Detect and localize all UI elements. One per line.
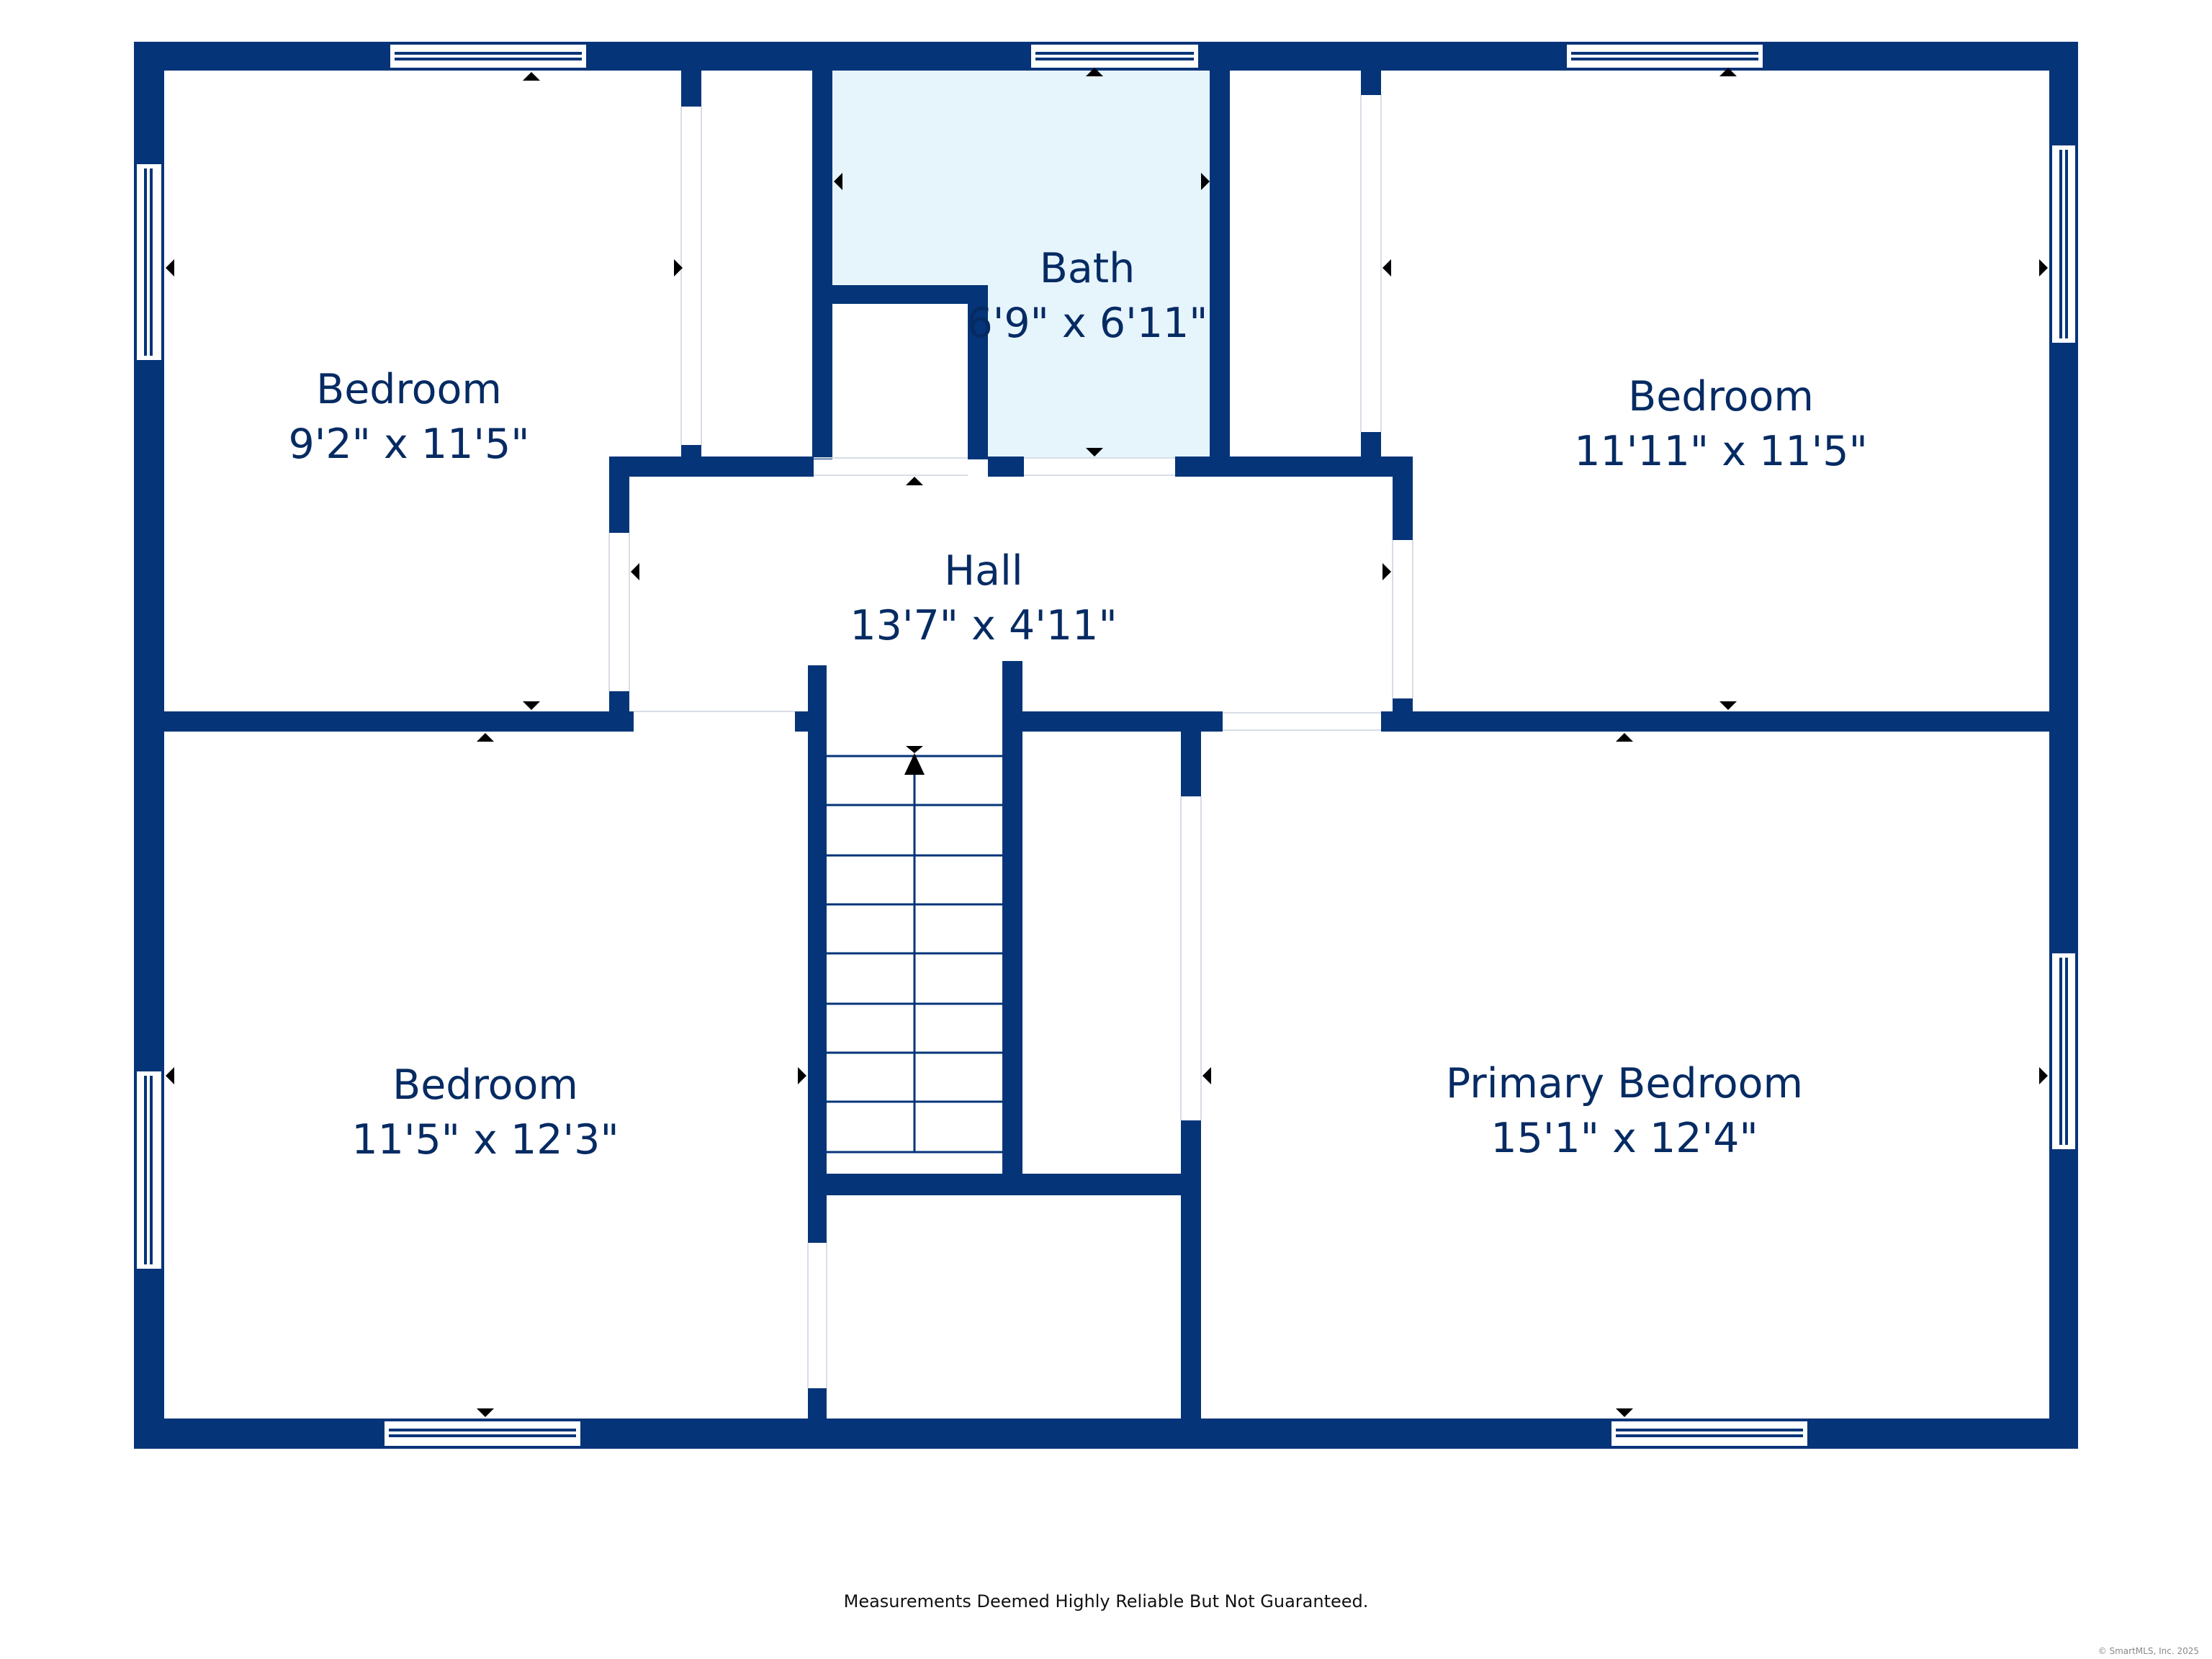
room-name: Bedroom: [392, 1061, 578, 1109]
room-name: Bath: [1040, 245, 1136, 292]
stair-arrow-tick-icon: [906, 746, 923, 753]
room-dimensions: 15'1" x 12'4": [1491, 1115, 1758, 1162]
room-primary-bedroom: Primary Bedroom 15'1" x 12'4": [1446, 1060, 1803, 1162]
disclaimer-text: Measurements Deemed Highly Reliable But …: [843, 1591, 1369, 1611]
room-dimensions: 6'9" x 6'11": [966, 300, 1208, 347]
room-dimensions: 9'2" x 11'5": [288, 421, 529, 468]
room-dimensions: 13'7" x 4'11": [850, 602, 1117, 649]
room-bedroom-nw: Bedroom 9'2" x 11'5": [288, 366, 529, 468]
room-bedroom-ne: Bedroom 11'11" x 11'5": [1574, 373, 1868, 475]
room-name: Hall: [944, 547, 1022, 595]
room-dimensions: 11'5" x 12'3": [351, 1116, 619, 1164]
copyright-text: © SmartMLS, Inc. 2025: [2098, 1646, 2199, 1656]
room-dimensions: 11'11" x 11'5": [1574, 428, 1868, 475]
room-name: Bedroom: [316, 366, 502, 413]
stairs: [827, 755, 1002, 1154]
windows: [134, 42, 2078, 1449]
door-openings: [608, 95, 1413, 1388]
stair-arrow-icon: [904, 753, 925, 775]
room-name: Bedroom: [1628, 373, 1814, 421]
room-bedroom-sw: Bedroom 11'5" x 12'3": [351, 1061, 619, 1164]
room-name: Primary Bedroom: [1446, 1060, 1803, 1107]
bath-fill: [832, 71, 1210, 458]
room-hall: Hall 13'7" x 4'11": [850, 547, 1117, 649]
dimension-markers: [166, 68, 2048, 1417]
room-bath: Bath 6'9" x 6'11": [966, 245, 1208, 347]
